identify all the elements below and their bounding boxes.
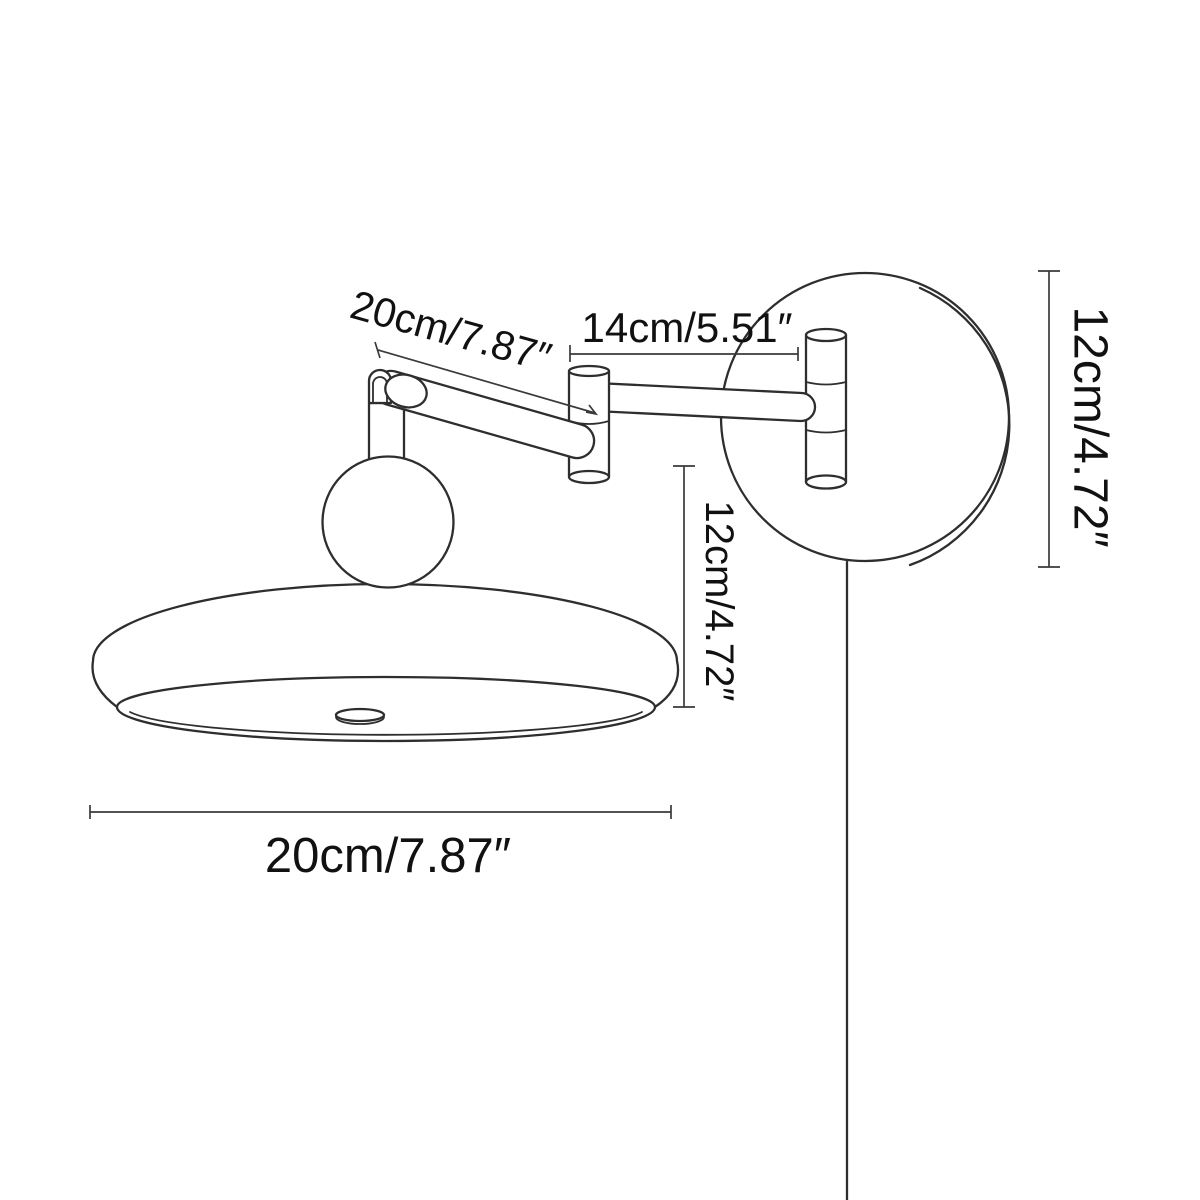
head-pivot-knuckle	[367, 368, 428, 409]
wall-pivot-seam-lower	[805, 429, 847, 434]
wall-plate	[719, 271, 1011, 567]
elbow-top-cap	[567, 364, 611, 378]
shade-center-aperture	[334, 707, 386, 723]
dim-shade-diameter-label: 20cm/7.87″	[265, 829, 511, 883]
dim-lower-arm-label: 14cm/5.51″	[582, 304, 793, 351]
shade-silhouette	[91, 582, 680, 743]
arm-end-cap-face	[384, 373, 428, 409]
wall-pivot-top-cap	[804, 327, 848, 343]
dim-lower-arm: 14cm/5.51″	[569, 304, 799, 362]
lamp-shade	[91, 582, 680, 743]
wall-pivot-seam-upper	[805, 381, 847, 386]
dim-drop-height-label: 12cm/4.72″	[697, 501, 741, 702]
dim-shade-diameter: 20cm/7.87″	[89, 805, 672, 883]
wall-plate-rim-arc	[908, 286, 1011, 567]
dim-drop-height: 12cm/4.72″	[673, 465, 741, 708]
elbow-bottom-cap	[567, 469, 611, 485]
dim-wall-plate-label: 12cm/4.72″	[1064, 306, 1117, 547]
dim-wall-plate: 12cm/4.72″	[1038, 270, 1117, 568]
swing-arm-lower	[604, 382, 817, 423]
lamp-stem	[367, 401, 406, 464]
shade-aperture-underline	[335, 716, 385, 725]
ball-joint	[321, 455, 455, 589]
dim-upper-arm-label: 20cm/7.87″	[346, 281, 557, 380]
wall-pivot-bottom-cap	[804, 474, 848, 490]
shade-bottom-near-edge	[129, 711, 643, 736]
dim-upper-arm-arrow	[585, 404, 599, 416]
shade-bottom-far-edge	[115, 675, 657, 709]
